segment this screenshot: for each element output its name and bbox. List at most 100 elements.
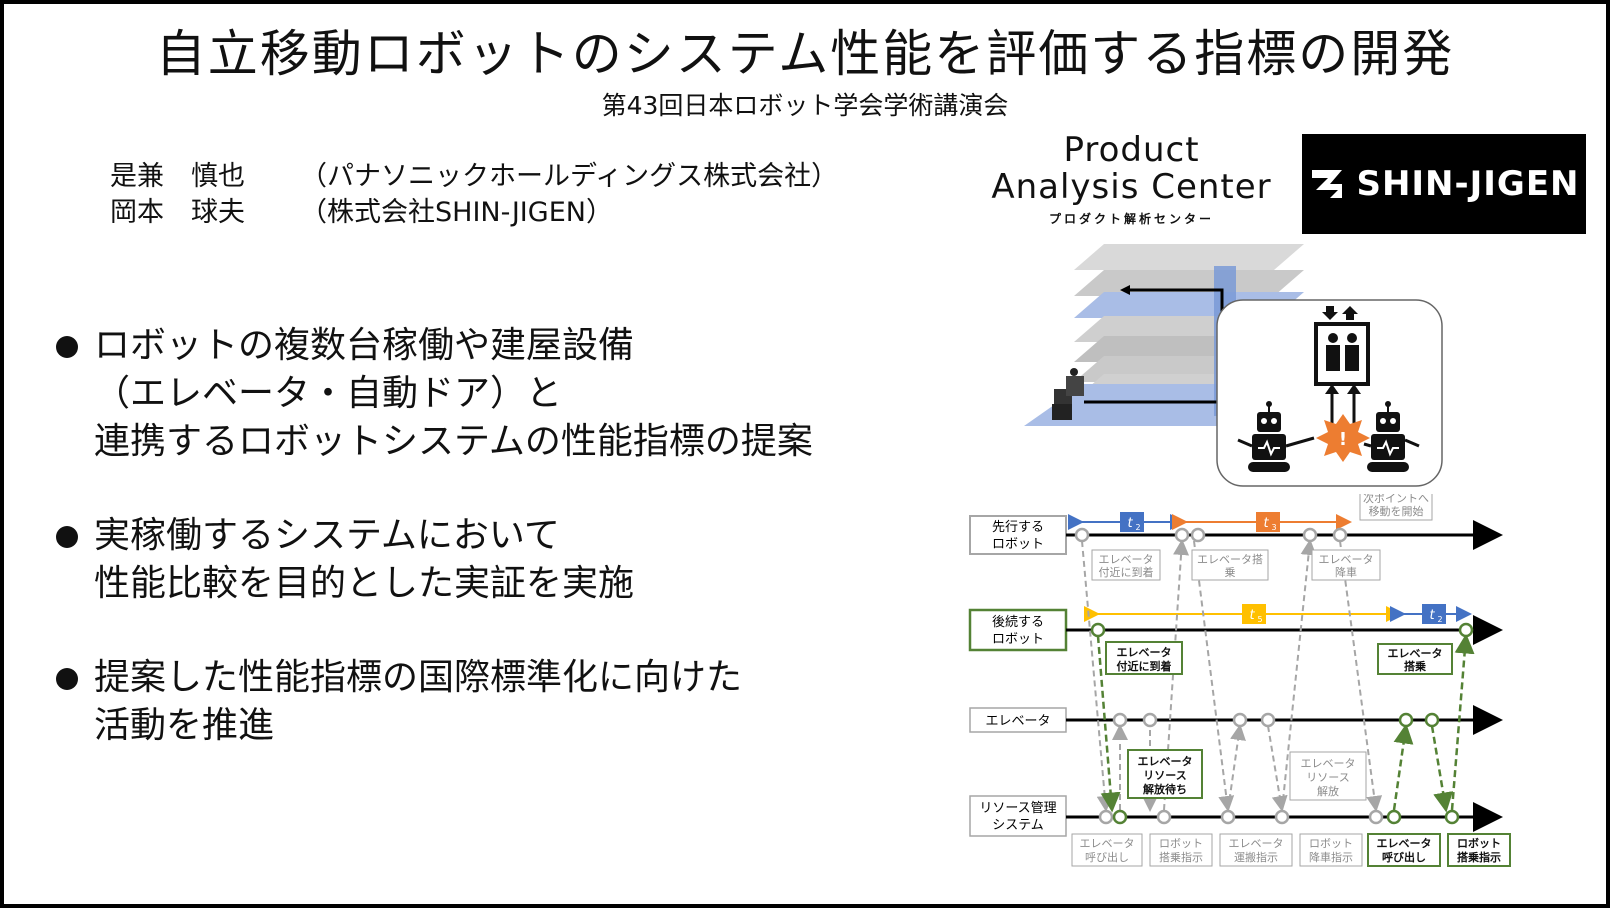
command-label: エレベータ bbox=[1377, 837, 1432, 850]
duration-sub: 5 bbox=[1257, 615, 1262, 624]
message-arrow bbox=[1281, 539, 1317, 811]
annotation-text: エレベータ bbox=[1388, 647, 1443, 660]
event-node-green bbox=[1398, 712, 1414, 728]
shin-jigen-wordmark: SHIN-JIGEN bbox=[1356, 164, 1580, 204]
message-arrow-green bbox=[1430, 725, 1453, 813]
lane-label-follow: 後続する bbox=[992, 615, 1044, 630]
event-node bbox=[1302, 527, 1318, 543]
up-arrowhead-icon bbox=[1347, 384, 1361, 394]
duration-sub: 3 bbox=[1271, 523, 1276, 532]
sequence-diagram: 先行する ロボット 後続する ロボット エレベータ リソース管理 システム t … bbox=[968, 494, 1511, 867]
event-node bbox=[1112, 712, 1128, 728]
annotation-text: エレベータ bbox=[1099, 553, 1154, 566]
annotation-text: 搭乗 bbox=[1404, 659, 1426, 673]
annotation-text: 解放待ち bbox=[1143, 782, 1187, 796]
duration-label: t bbox=[1249, 608, 1255, 623]
command-label: エレベータ bbox=[1229, 837, 1284, 850]
annotation-box bbox=[1191, 549, 1269, 581]
author-1: 是兼 慎也（パナソニックホールディングス株式会社） bbox=[110, 154, 838, 193]
duration-badge bbox=[1120, 512, 1144, 532]
lane-label-rms: システム bbox=[992, 818, 1044, 833]
annotation-text: エレベータ bbox=[1138, 755, 1193, 768]
annotation-text: エレベータ搭 bbox=[1197, 553, 1263, 566]
command-label: 搭乗指示 bbox=[1159, 850, 1203, 864]
event-node bbox=[1332, 527, 1348, 543]
logo-line: Analysis Center bbox=[991, 167, 1272, 207]
logo-line: プロダクト解析センター bbox=[1048, 212, 1214, 226]
lane-label-box bbox=[969, 707, 1067, 733]
message-arrow-green bbox=[1450, 633, 1475, 811]
shin-jigen-mark-icon bbox=[1312, 170, 1343, 198]
event-node-green bbox=[1090, 622, 1106, 638]
svg-text:!: ! bbox=[1339, 429, 1347, 450]
command-label: エレベータ bbox=[1080, 837, 1135, 850]
robot-group-icon bbox=[1052, 368, 1084, 420]
warning-burst-icon: ! bbox=[1316, 414, 1370, 462]
command-label: ロボット bbox=[1309, 837, 1353, 850]
command-label-box bbox=[1149, 833, 1213, 867]
command-label-box-green bbox=[1367, 833, 1441, 867]
annotation-text: 次ポイントへ bbox=[1363, 494, 1429, 505]
bullet-line: 連携するロボットシステムの性能指標の提案 bbox=[94, 421, 813, 462]
annotation-text: 解放 bbox=[1317, 784, 1339, 798]
annotation-text: エレベータ bbox=[1319, 553, 1374, 566]
event-node-green bbox=[1386, 809, 1402, 825]
command-label-box bbox=[1299, 833, 1363, 867]
annotation-box bbox=[1359, 494, 1433, 521]
command-label-box-green bbox=[1447, 833, 1511, 867]
slide: 自立移動ロボットのシステム性能を評価する指標の開発 第43回日本ロボット学会学術… bbox=[4, 4, 1606, 904]
lane-label-elevator: エレベータ bbox=[985, 714, 1050, 729]
duration-sub: 2 bbox=[1135, 523, 1140, 532]
event-node bbox=[1142, 712, 1158, 728]
event-node bbox=[1232, 712, 1248, 728]
duration-sub: 2 bbox=[1437, 615, 1442, 624]
annotation-box-green bbox=[1127, 749, 1203, 799]
event-node-green bbox=[1444, 809, 1460, 825]
building-illustration: ! bbox=[1024, 244, 1443, 487]
event-node bbox=[1190, 527, 1206, 543]
event-node bbox=[1274, 809, 1290, 825]
annotation-text: 乗 bbox=[1225, 566, 1236, 579]
message-arrow bbox=[1081, 540, 1113, 812]
command-label: 降車指示 bbox=[1309, 850, 1353, 864]
annotation-text: 移動を開始 bbox=[1369, 504, 1424, 518]
lane-label-lead: ロボット bbox=[992, 537, 1044, 552]
page-title: 自立移動ロボットのシステム性能を評価する指標の開発 bbox=[155, 25, 1455, 83]
bullet-line: 提案した性能指標の国際標準化に向けた bbox=[94, 657, 743, 698]
annotation-text: エレベータ bbox=[1301, 757, 1356, 770]
annotation-box bbox=[1311, 549, 1381, 581]
message-arrow-green bbox=[1096, 635, 1121, 813]
annotation-text: エレベータ bbox=[1117, 646, 1172, 659]
route-arrowhead-icon bbox=[1120, 285, 1130, 295]
page-subtitle: 第43回日本ロボット学会学術講演会 bbox=[601, 91, 1009, 120]
bullet-dot-icon bbox=[56, 336, 78, 358]
annotation-box bbox=[1091, 549, 1161, 581]
command-label-box bbox=[1219, 833, 1293, 867]
annotation-text: リソース bbox=[1143, 769, 1186, 782]
duration-label: t bbox=[1263, 516, 1269, 531]
logo-line: Product bbox=[1063, 130, 1200, 170]
event-node bbox=[1368, 809, 1384, 825]
bullet-item: ロボットの複数台稼働や建屋設備 （エレベータ・自動ドア）と 連携するロボットシス… bbox=[56, 322, 813, 466]
author-name: 是兼 慎也 bbox=[110, 161, 245, 192]
message-arrow bbox=[1267, 725, 1288, 812]
bullet-line: （エレベータ・自動ドア）と bbox=[94, 373, 563, 414]
lane-label-follow: ロボット bbox=[992, 632, 1044, 647]
robot-left-icon bbox=[1237, 401, 1315, 472]
duration-badge bbox=[1256, 512, 1280, 532]
bullet-line: 活動を推進 bbox=[94, 705, 275, 746]
up-arrowhead-icon bbox=[1325, 384, 1339, 394]
event-node bbox=[1098, 809, 1114, 825]
message-arrow bbox=[1339, 540, 1383, 812]
message-arrow bbox=[1227, 724, 1246, 811]
bullet-line: ロボットの複数台稼働や建屋設備 bbox=[94, 325, 635, 366]
annotation-text: 付近に到着 bbox=[1117, 659, 1172, 673]
command-label: 運搬指示 bbox=[1234, 850, 1278, 864]
command-label: 搭乗指示 bbox=[1457, 850, 1501, 864]
annotation-text: リソース bbox=[1306, 771, 1349, 784]
event-node-green bbox=[1112, 809, 1128, 825]
command-label: 呼び出し bbox=[1085, 850, 1129, 864]
bullet-item: 実稼働するシステムにおいて 性能比較を目的とした実証を実施 bbox=[56, 512, 634, 608]
floor-layer bbox=[1074, 244, 1304, 270]
message-arrow-green bbox=[1392, 723, 1414, 811]
